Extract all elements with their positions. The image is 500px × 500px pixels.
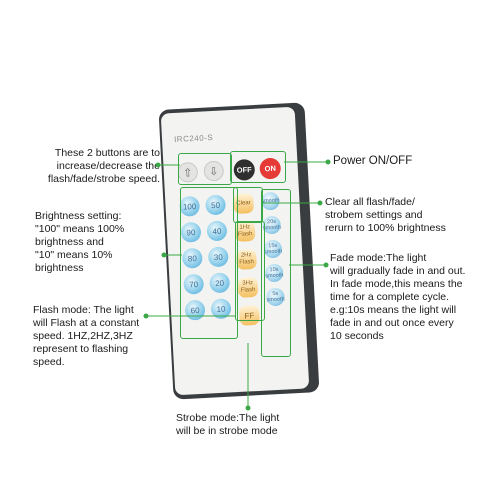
leader-power-dot bbox=[325, 159, 331, 165]
flash-note: Flash mode: The light will Flash at a co… bbox=[33, 304, 140, 368]
up-down-note: These 2 buttons are to increase/decrease… bbox=[47, 147, 160, 185]
brightness-highlight bbox=[180, 187, 238, 339]
fade-highlight bbox=[261, 189, 291, 357]
strobe-note: Strobe mode:The light will be in strobe … bbox=[176, 412, 280, 437]
clear-note: Clear all flash/fade/ strobem settings a… bbox=[325, 196, 446, 234]
power-highlight bbox=[230, 151, 286, 183]
leader-fade-dot bbox=[323, 262, 329, 268]
clear-highlight bbox=[233, 187, 263, 223]
power-note: Power ON/OFF bbox=[333, 155, 413, 167]
leader-strobe-dot bbox=[245, 405, 251, 411]
fade-note: Fade mode:The light will gradually fade … bbox=[330, 252, 466, 342]
up-down-highlight bbox=[178, 153, 232, 185]
brightness-note: Brightness setting: "100" means 100% bri… bbox=[35, 210, 125, 274]
flash-highlight bbox=[235, 221, 265, 321]
leader-clear-dot bbox=[317, 200, 323, 206]
model-label: IRC240-S bbox=[173, 132, 214, 145]
